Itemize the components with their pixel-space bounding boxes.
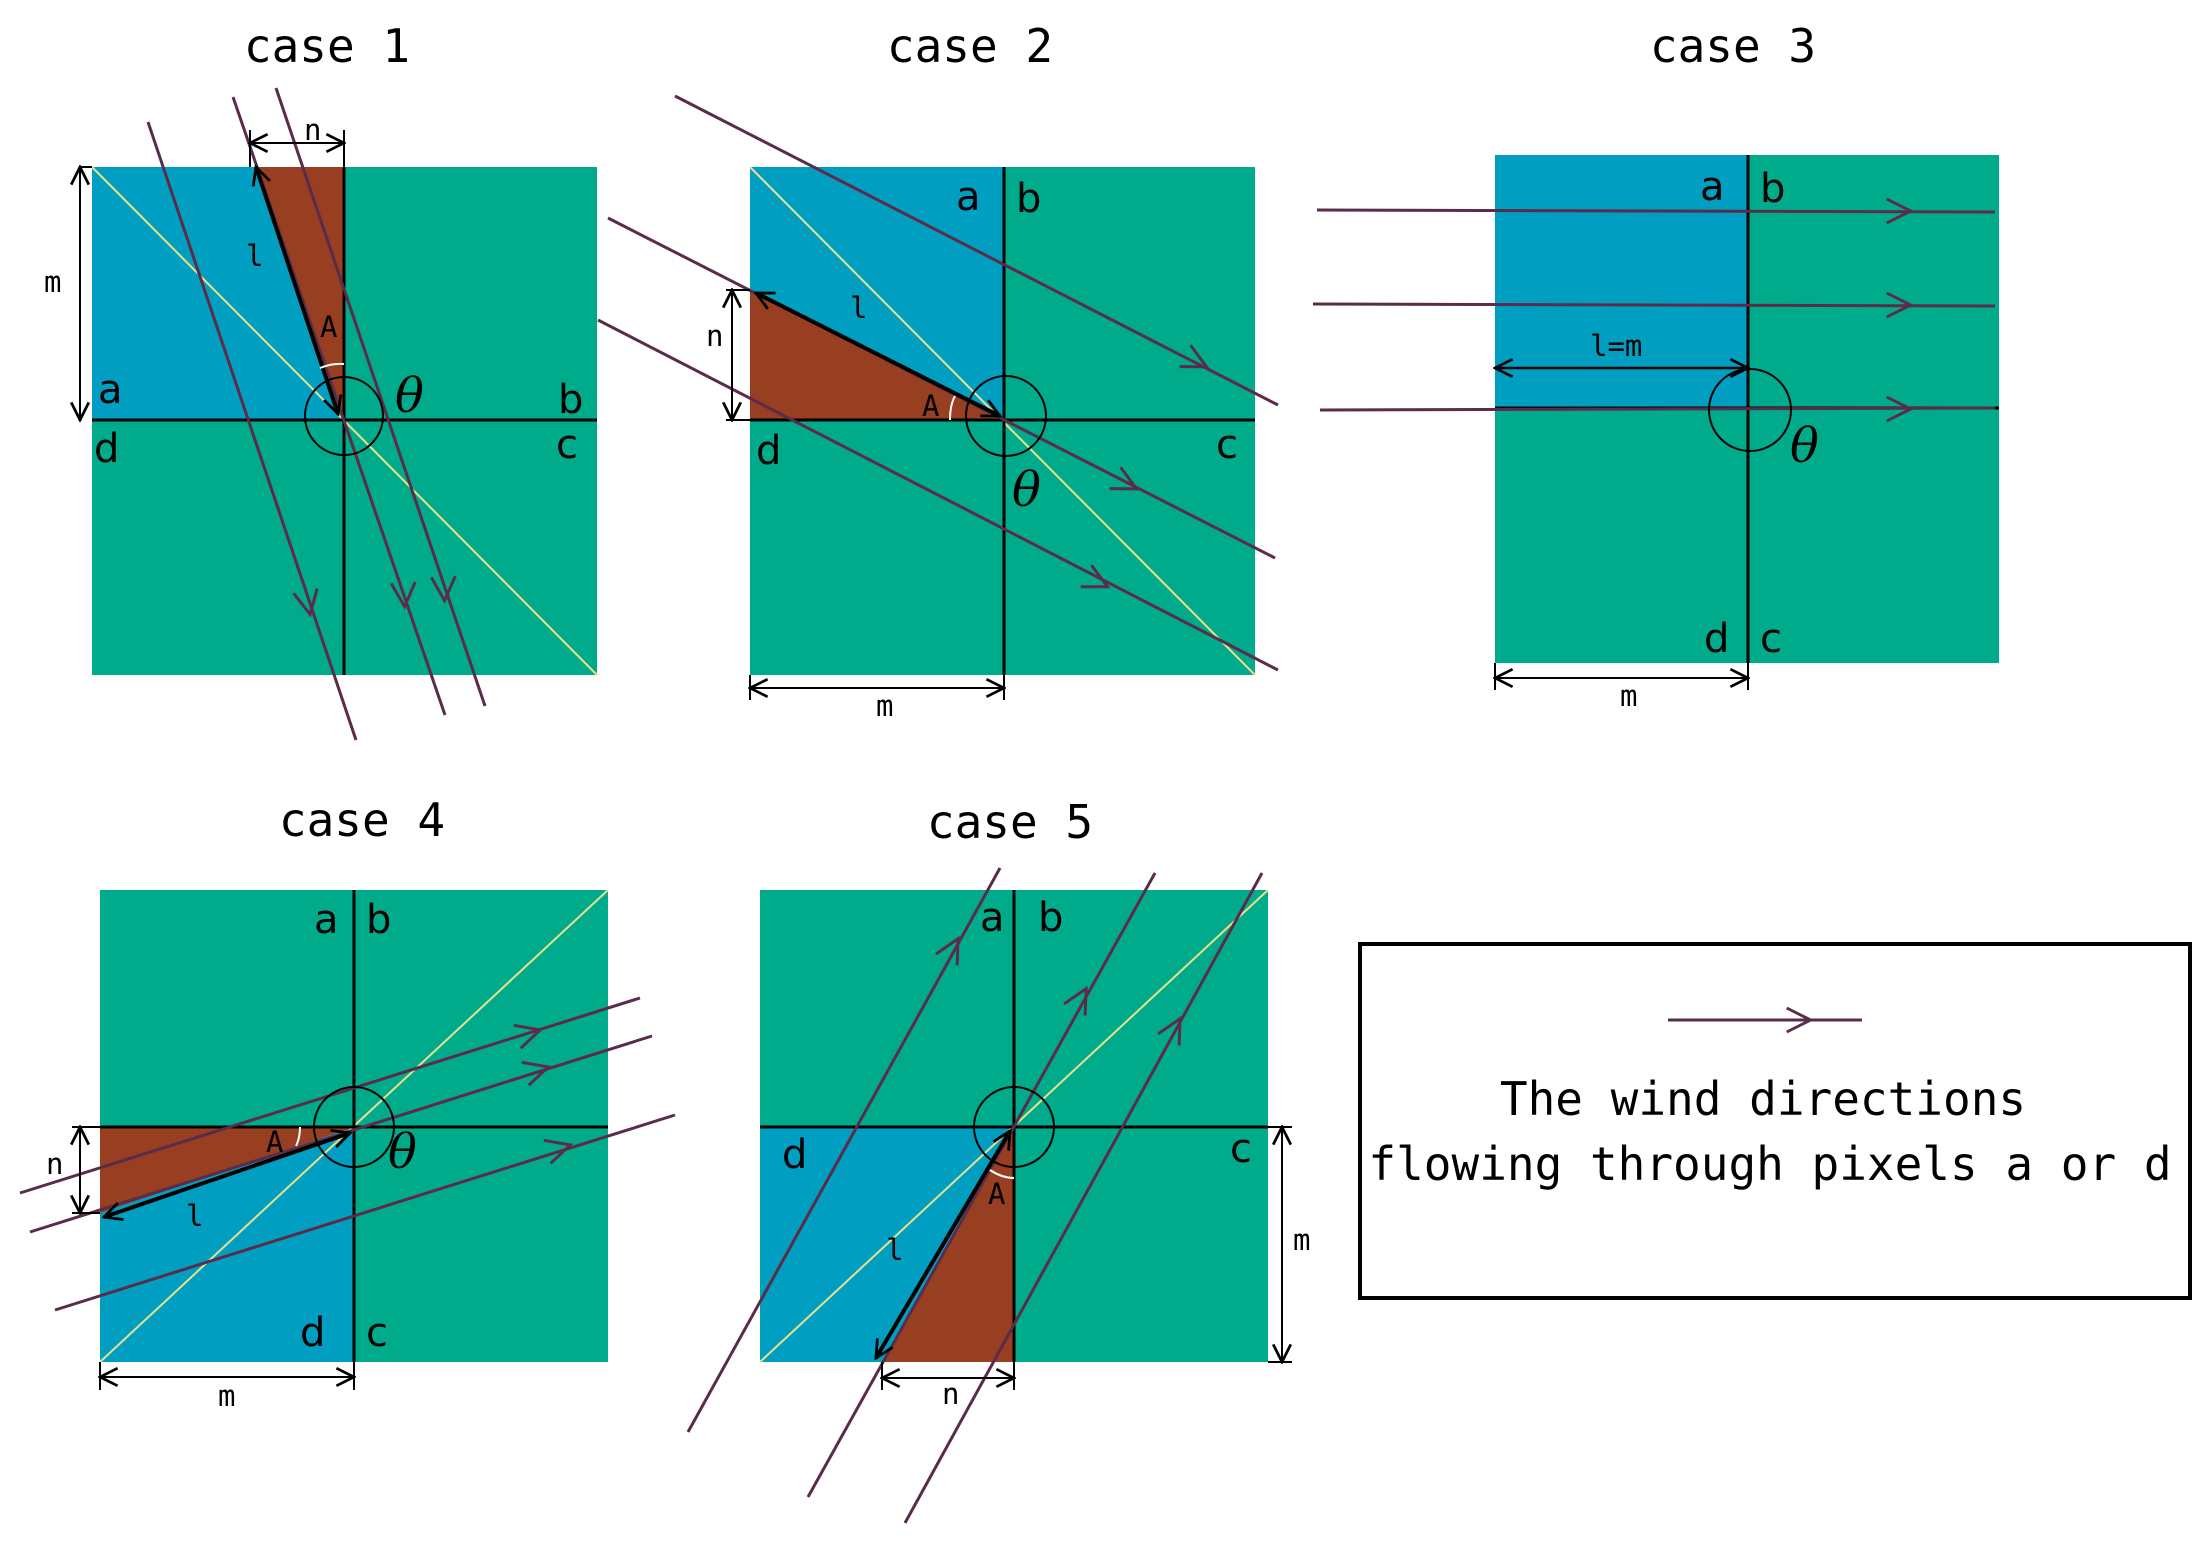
wind-line: [597, 318, 1279, 672]
label-d: d: [756, 428, 781, 474]
label-n: n: [706, 319, 723, 353]
label-c: c: [556, 422, 578, 468]
label-a: a: [1700, 164, 1725, 210]
label-b: b: [1016, 176, 1041, 222]
angle-a-arc: [989, 1169, 1015, 1179]
theta-circle: [973, 1086, 1055, 1168]
label-a: a: [956, 174, 981, 220]
legend-line-1: The wind directions: [1500, 1072, 2026, 1126]
wind-line: [1312, 302, 1996, 308]
label-m: m: [44, 265, 61, 299]
case-4-title: case 4: [279, 793, 445, 847]
label-l: l: [886, 1233, 903, 1267]
label-n: n: [942, 1377, 959, 1411]
pixel-c: [354, 1127, 608, 1362]
pixel-b: [1004, 167, 1255, 420]
label-n: n: [46, 1147, 63, 1181]
label-m: m: [218, 1379, 235, 1413]
legend: The wind directions flowing through pixe…: [1358, 942, 2192, 1300]
label-a: a: [98, 367, 123, 413]
l-arrow: [104, 1133, 350, 1217]
legend-line-2: flowing through pixels a or d: [1368, 1137, 2171, 1191]
case-5: case 5 a b c d m n l A: [686, 795, 1310, 1524]
label-b: b: [1038, 895, 1063, 941]
label-theta: θ: [395, 368, 424, 424]
label-a: a: [314, 897, 339, 943]
label-l-equals-m: l=m: [1590, 329, 1642, 363]
l-arrow: [756, 291, 1000, 418]
wind-line: [1316, 208, 1996, 214]
wind-line: [1319, 406, 1996, 412]
label-theta: θ: [1012, 462, 1041, 518]
label-n: n: [304, 113, 321, 147]
label-d: d: [1704, 616, 1729, 662]
label-d: d: [782, 1132, 807, 1178]
wind-line: [674, 94, 1279, 407]
label-d: d: [300, 1310, 325, 1356]
label-a: a: [980, 895, 1005, 941]
label-A: A: [922, 389, 939, 423]
label-c: c: [1216, 422, 1238, 468]
theta-circle: [313, 1086, 395, 1168]
label-m: m: [876, 689, 893, 723]
angle-a-arc: [295, 1126, 301, 1147]
wind-line: [146, 121, 358, 741]
label-b: b: [558, 377, 583, 423]
label-m: m: [1293, 1223, 1310, 1257]
label-A: A: [266, 1125, 283, 1159]
label-A: A: [988, 1177, 1005, 1211]
case-2: case 2 a b c d n m l A θ: [597, 19, 1279, 723]
label-c: c: [366, 1310, 388, 1356]
l-arrow: [874, 1131, 1012, 1358]
case-3: case 3 a b c d l=m m θ: [1312, 19, 1999, 713]
label-c: c: [1230, 1126, 1252, 1172]
angle-a-arc: [949, 395, 956, 421]
label-A: A: [320, 310, 337, 344]
label-m: m: [1620, 679, 1637, 713]
label-theta: θ: [1790, 418, 1819, 474]
label-d: d: [94, 426, 119, 472]
label-b: b: [366, 897, 391, 943]
case-3-title: case 3: [1650, 19, 1816, 73]
case-1: case 1 a b c d m n l A θ: [44, 19, 598, 741]
label-theta: θ: [388, 1124, 417, 1180]
label-l: l: [850, 291, 867, 325]
pixel-b: [344, 167, 597, 420]
legend-box: [1358, 942, 2192, 1300]
case-5-title: case 5: [927, 795, 1093, 849]
wind-line: [903, 872, 1264, 1524]
label-l: l: [186, 1199, 203, 1233]
l-arrow: [256, 167, 338, 414]
case-2-title: case 2: [887, 19, 1053, 73]
case-1-title: case 1: [244, 19, 410, 73]
case-4: case 4 a b c d n m l A θ: [19, 793, 676, 1413]
label-c: c: [1760, 616, 1782, 662]
angle-a-arc: [319, 362, 345, 369]
pixel-b: [1748, 155, 1999, 408]
label-l: l: [246, 239, 263, 273]
label-b: b: [1760, 166, 1785, 212]
